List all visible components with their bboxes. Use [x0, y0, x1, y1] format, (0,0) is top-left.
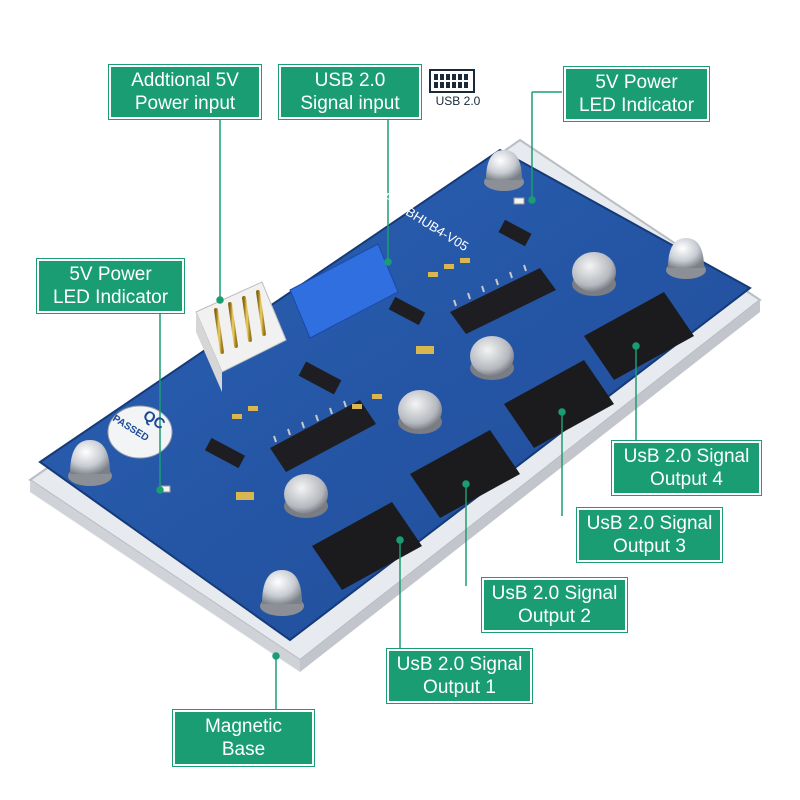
- callout-line-1: Addtional 5V: [131, 70, 239, 91]
- callout-line-2: Power input: [134, 93, 236, 114]
- output-header-4: [584, 246, 694, 380]
- smd-diode-4: [204, 437, 246, 469]
- standoff-nut-right: [666, 238, 706, 279]
- qc-passed-sticker: [107, 405, 173, 459]
- standoff-nut-left: [68, 440, 112, 486]
- callout-output-1: UsB 2.0 Signal Output 1: [387, 649, 532, 703]
- callout-line-2: Output 1: [423, 677, 496, 698]
- callout-line-2: Signal input: [300, 93, 400, 114]
- hub-ic-lower: [270, 400, 376, 472]
- usb-input-header: [289, 216, 399, 339]
- callout-led-left: 5V Power LED Indicator: [37, 259, 184, 313]
- callout-line-2: LED Indicator: [578, 95, 695, 116]
- smd-resistors: [232, 258, 470, 500]
- callout-line-1: Magnetic: [204, 716, 283, 737]
- callout-line-2: Output 2: [518, 606, 591, 627]
- callout-line-2: Output 3: [613, 536, 686, 557]
- output-header-3: [504, 314, 614, 448]
- callout-output-4: UsB 2.0 Signal Output 4: [612, 441, 761, 495]
- usb-logo-label: USB 2.0: [435, 94, 481, 108]
- standoff-nut-bottom: [260, 570, 304, 616]
- output-header-2: [410, 384, 520, 518]
- power-connector-4pin: [195, 281, 287, 392]
- smd-diode-3: [388, 296, 426, 326]
- output-header-1: [312, 456, 422, 590]
- led-indicator-right: [513, 197, 525, 205]
- callout-line-1: UsB 2.0 Signal: [396, 654, 523, 675]
- callout-led-right: 5V Power LED Indicator: [564, 67, 709, 121]
- callout-line-1: UsB 2.0 Signal: [623, 446, 750, 467]
- callout-output-2: UsB 2.0 Signal Output 2: [482, 578, 627, 632]
- capacitor-1: [572, 252, 616, 296]
- callout-line-2: Base: [221, 739, 266, 760]
- callout-line-1: UsB 2.0 Signal: [491, 583, 618, 604]
- callout-line-2: LED Indicator: [52, 287, 169, 308]
- callout-line-1: UsB 2.0 Signal: [586, 513, 713, 534]
- callout-line-1: 5V Power: [595, 72, 678, 93]
- capacitor-2: [470, 336, 514, 380]
- callout-line-1: 5V Power: [69, 264, 152, 285]
- callout-usb-signal-input: USB 2.0 Signal input: [279, 65, 421, 119]
- smd-diode-2: [298, 361, 342, 395]
- callout-output-3: UsB 2.0 Signal Output 3: [577, 508, 722, 562]
- leader-lines: [156, 91, 640, 712]
- magnetic-base-edge-right: [300, 300, 760, 672]
- callout-magnetic-base: Magnetic Base: [173, 710, 314, 766]
- callout-line-2: Output 4: [650, 469, 723, 490]
- smd-diode-1: [498, 219, 532, 247]
- hub-ic-upper: [450, 264, 556, 334]
- callout-line-1: USB 2.0: [314, 70, 386, 91]
- standoff-nut-top: [484, 150, 524, 191]
- capacitor-3: [398, 390, 442, 434]
- capacitor-4: [284, 474, 328, 518]
- usb-logo-icon: [429, 69, 475, 93]
- callout-additional-power: Addtional 5V Power input: [109, 65, 261, 119]
- magnetic-base-edge: [30, 480, 300, 672]
